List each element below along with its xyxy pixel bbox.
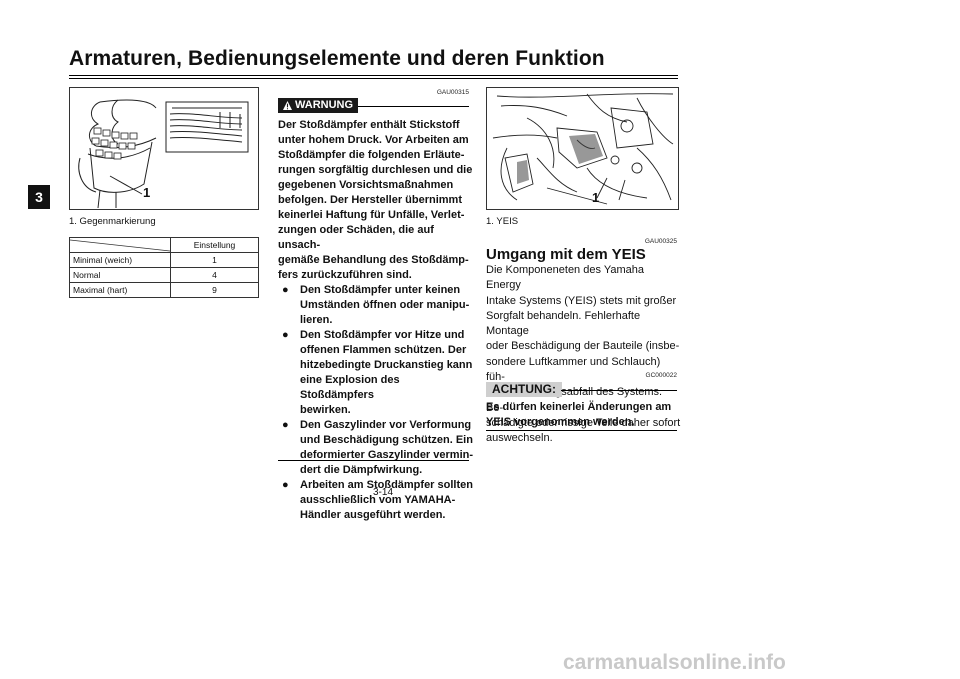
body-line: schädigte oder rissige Teile daher sofor… (486, 416, 681, 429)
warning-bullet: ● Den Stoßdämpfer unter keinen Umständen… (278, 283, 473, 328)
warning-bullet: ● Den Stoßdämpfer vor Hitze und offenen … (278, 328, 473, 418)
page-number: 3-14 (372, 487, 393, 498)
shock-absorber-figure: 1 (69, 87, 259, 210)
warning-bullet: ● Arbeiten am Stoßdämpfer sollten aussch… (278, 478, 473, 523)
table-cell-value: 9 (170, 282, 259, 298)
warning-code: GAU00315 (436, 89, 469, 96)
warning-bullet: ● Den Gaszylinder vor Verformung und Bes… (278, 418, 473, 478)
warning-intro-line: Der Stoßdämpfer enthält Stickstoff (278, 119, 460, 131)
warning-intro-line: gemäße Behandlung des Stoßdämp- (278, 254, 469, 266)
warning-bullet-line: Den Stoßdämpfer vor Hitze und (300, 329, 465, 341)
warning-bullet-line: Arbeiten am Stoßdämpfer sollten (300, 479, 473, 491)
bullet-dot-icon: ● (282, 479, 289, 491)
figure-callout-1: 1 (592, 190, 600, 205)
body-line: sondere Luftkammer und Schlauch) füh- (486, 355, 661, 384)
warning-triangle-icon (283, 101, 292, 110)
warning-intro-line: zungen oder Schäden, die auf unsach- (278, 224, 434, 251)
caution-line: Es dürfen keinerlei Änderungen am (486, 401, 672, 413)
caution-text: Es dürfen keinerlei Änderungen am YEIS v… (486, 400, 681, 430)
warning-bullet-line: eine Explosion des Stoßdämpfers (300, 374, 400, 401)
warning-bullet-line: offenen Flammen schützen. Der (300, 344, 467, 356)
warning-intro-line: befolgen. Der Hersteller übernimmt (278, 194, 462, 206)
warning-intro-line: rungen sorgfältig durchlesen und die (278, 164, 473, 176)
warning-intro-line: unter hohem Druck. Vor Arbeiten am (278, 134, 469, 146)
body-line: oder Beschädigung der Bauteile (insbe- (486, 340, 680, 353)
warning-bullet-line: bewirken. (300, 404, 351, 416)
warning-intro: Der Stoßdämpfer enthält Stickstoff unter… (278, 118, 473, 523)
figure-caption: 1. YEIS (486, 216, 519, 227)
warning-bullet-line: Händler ausgeführt werden. (300, 509, 446, 521)
table-row: Normal 4 (69, 267, 259, 283)
warning-bullet-line: hitzebedingte Druckanstieg kann (300, 359, 473, 371)
table-row: Minimal (weich) 1 (69, 252, 259, 268)
caution-rule (561, 390, 677, 391)
watermark: carmanualsonline.info (563, 651, 786, 674)
warning-bullet-line: dert die Dämpfwirkung. (300, 464, 423, 476)
warning-end-rule (278, 460, 469, 461)
warning-bullet-line: Umständen öffnen oder manipu- (300, 299, 470, 311)
yeis-engine-illustration (492, 93, 674, 205)
warning-badge: WARNUNG (278, 98, 359, 113)
table-header-row: Einstellung (69, 237, 259, 253)
table-header-einstellung: Einstellung (170, 237, 259, 253)
table-cell-label: Minimal (weich) (69, 252, 171, 268)
warning-bullet-line: Den Stoßdämpfer unter keinen (300, 284, 461, 296)
warning-intro-line: gegebenen Vorsichtsmaßnahmen (278, 179, 454, 191)
caution-header: ACHTUNG: (486, 380, 677, 397)
table-cell-label: Maximal (hart) (69, 282, 171, 298)
figure-caption: 1. Gegenmarkierung (69, 216, 156, 227)
warning-header: WARNUNG (278, 97, 469, 113)
diagonal-line-icon (70, 239, 170, 252)
table-corner-cell (69, 237, 171, 253)
table-cell-label: Normal (69, 267, 171, 283)
bullet-dot-icon: ● (282, 329, 289, 341)
page-title: Armaturen, Bedienungselemente und deren … (69, 47, 605, 70)
warning-intro-line: Stoßdämpfer die folgenden Erläute- (278, 149, 465, 161)
shock-absorber-illustration (78, 99, 249, 209)
section-heading: Umgang mit dem YEIS (486, 246, 646, 263)
warning-bullet-line: lieren. (300, 314, 333, 326)
body-line: Intake Systems (YEIS) stets mit großer (486, 294, 677, 307)
bullet-dot-icon: ● (282, 419, 289, 431)
chapter-tab: 3 (28, 185, 50, 209)
body-line: Die Komponeneten des Yamaha Energy (486, 264, 644, 292)
warning-bullet-line: und Beschädigung schützen. Ein (300, 434, 473, 446)
warning-rule (358, 106, 469, 107)
section-code: GAU00325 (644, 238, 677, 245)
warning-bullet-line: deformierter Gaszylinder vermin- (300, 449, 474, 461)
warning-bullet-line: ausschließlich vom YAMAHA- (300, 494, 456, 506)
caution-line: YEIS vorgenommen werden. (486, 416, 635, 428)
caution-code: GC000022 (645, 372, 677, 379)
header-rule-top (69, 75, 678, 76)
header-rule-bottom (69, 78, 678, 79)
body-line: Sorgfalt behandeln. Fehlerhafte Montage (486, 309, 641, 338)
warning-intro-line: keinerlei Haftung für Unfälle, Verlet- (278, 209, 465, 221)
table-cell-value: 4 (170, 267, 259, 283)
table-row: Maximal (hart) 9 (69, 282, 259, 298)
table-cell-value: 1 (170, 252, 259, 268)
figure-callout-1: 1 (143, 185, 151, 200)
bullet-dot-icon: ● (282, 284, 289, 296)
yeis-figure: 1 (486, 87, 679, 210)
warning-intro-line: fers zurückzuführen sind. (278, 269, 412, 281)
settings-table: Einstellung Minimal (weich) 1 Normal 4 M… (69, 237, 259, 298)
warning-bullet-line: Den Gaszylinder vor Verformung (300, 419, 472, 431)
warning-label: WARNUNG (295, 99, 354, 111)
caution-end-rule (486, 430, 677, 431)
yeis-body-text: Die Komponeneten des Yamaha Energy Intak… (486, 263, 681, 447)
body-line: auswechseln. (486, 432, 553, 445)
caution-badge: ACHTUNG: (486, 382, 562, 397)
